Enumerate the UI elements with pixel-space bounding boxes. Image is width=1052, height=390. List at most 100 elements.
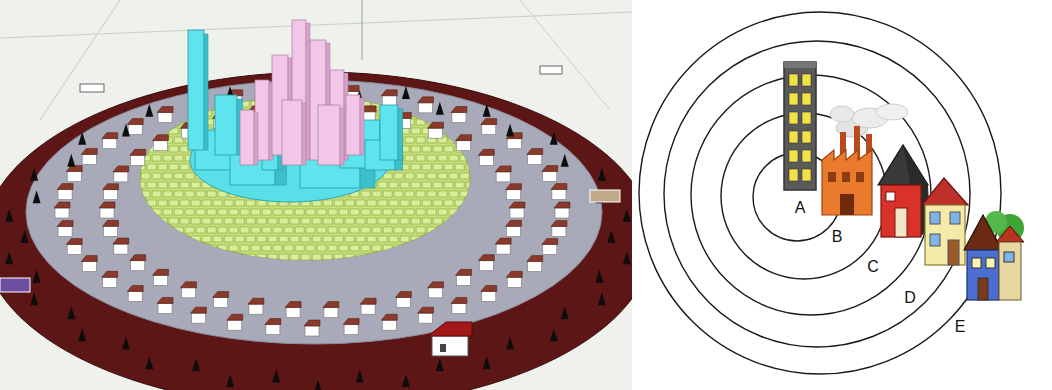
house-roof — [81, 256, 97, 262]
suburban-house — [157, 297, 173, 313]
residential-block — [295, 227, 304, 233]
house-wall — [552, 190, 566, 200]
suburban-house — [227, 314, 243, 330]
tree — [145, 356, 153, 369]
residential-block — [455, 200, 464, 206]
house-roof — [554, 202, 570, 208]
residential-block — [152, 245, 161, 251]
residential-block — [334, 200, 343, 206]
residential-block — [163, 209, 172, 215]
residential-block — [147, 128, 156, 134]
edge-building — [80, 84, 104, 92]
residential-block — [460, 155, 469, 161]
suburban-house — [130, 149, 146, 165]
house-wall — [158, 303, 172, 313]
residential-block — [466, 200, 475, 206]
suburban-house — [153, 135, 169, 151]
residential-block — [433, 182, 442, 188]
residential-block — [312, 218, 321, 224]
residential-block — [405, 137, 414, 143]
residential-block — [323, 218, 332, 224]
house-wall — [452, 303, 466, 313]
residential-block — [444, 218, 453, 224]
tree — [436, 102, 444, 115]
suburban-house — [191, 307, 207, 323]
residential-block — [444, 128, 453, 134]
tower-window — [802, 169, 811, 181]
ring-outline — [663, 40, 971, 348]
residential-block — [438, 191, 447, 197]
residential-block — [207, 227, 216, 233]
house-wall — [154, 141, 168, 151]
residential-block — [163, 155, 172, 161]
residential-block — [411, 146, 420, 152]
residential-block — [317, 209, 326, 215]
house-roof — [127, 285, 143, 291]
residential-block — [449, 245, 458, 251]
residential-block — [152, 209, 161, 215]
residential-block — [427, 155, 436, 161]
suburban-house — [495, 166, 511, 182]
suburban-house — [102, 133, 118, 149]
residential-block — [246, 200, 255, 206]
suburban-house — [428, 122, 444, 138]
residential-block — [235, 254, 244, 260]
house-roof — [455, 269, 471, 275]
house-roof — [478, 255, 494, 261]
residential-block — [169, 92, 178, 98]
residential-block — [455, 128, 464, 134]
suburban-house — [551, 184, 567, 200]
residential-block — [444, 182, 453, 188]
residential-block — [471, 119, 480, 125]
residential-block — [185, 191, 194, 197]
residential-block — [169, 128, 178, 134]
residential-block — [372, 191, 381, 197]
residential-block — [378, 200, 387, 206]
suburban-house — [81, 256, 97, 272]
suburban-house — [265, 319, 281, 335]
zone-ring: BA — [720, 112, 888, 280]
residential-block — [158, 164, 167, 170]
house-wall — [344, 325, 358, 335]
house-wall — [429, 128, 443, 138]
residential-block — [378, 182, 387, 188]
residential-block — [328, 209, 337, 215]
residential-block — [306, 245, 315, 251]
house-roof — [551, 220, 567, 226]
residential-block — [158, 236, 167, 242]
house-roof — [191, 307, 207, 313]
suburban-house — [304, 320, 320, 336]
house-roof — [428, 122, 444, 128]
tree — [30, 292, 38, 305]
house-roof — [360, 298, 376, 304]
house-wall — [507, 226, 521, 236]
house-wall — [429, 288, 443, 298]
house-wall — [67, 244, 81, 254]
house-wall — [103, 226, 117, 236]
grid-line — [40, 0, 120, 120]
residential-block — [257, 218, 266, 224]
residential-block — [180, 164, 189, 170]
residential-block — [449, 191, 458, 197]
house-wall — [456, 141, 470, 151]
residential-block — [147, 164, 156, 170]
house-icon-cream — [922, 178, 968, 265]
tree — [561, 306, 569, 319]
ring-circle — [721, 113, 887, 279]
tree — [78, 132, 86, 145]
suburban-house — [481, 285, 497, 301]
residential-block — [141, 137, 150, 143]
residential-block — [268, 236, 277, 242]
house-wall — [128, 291, 142, 301]
residential-block — [350, 209, 359, 215]
residential-block — [444, 92, 453, 98]
residential-block — [405, 155, 414, 161]
residential-block — [213, 236, 222, 242]
house-wall — [543, 244, 557, 254]
residential-block — [405, 101, 414, 107]
residential-block — [416, 209, 425, 215]
residential-block — [147, 182, 156, 188]
tree — [314, 380, 322, 390]
tree — [5, 209, 13, 222]
residential-block — [394, 191, 403, 197]
